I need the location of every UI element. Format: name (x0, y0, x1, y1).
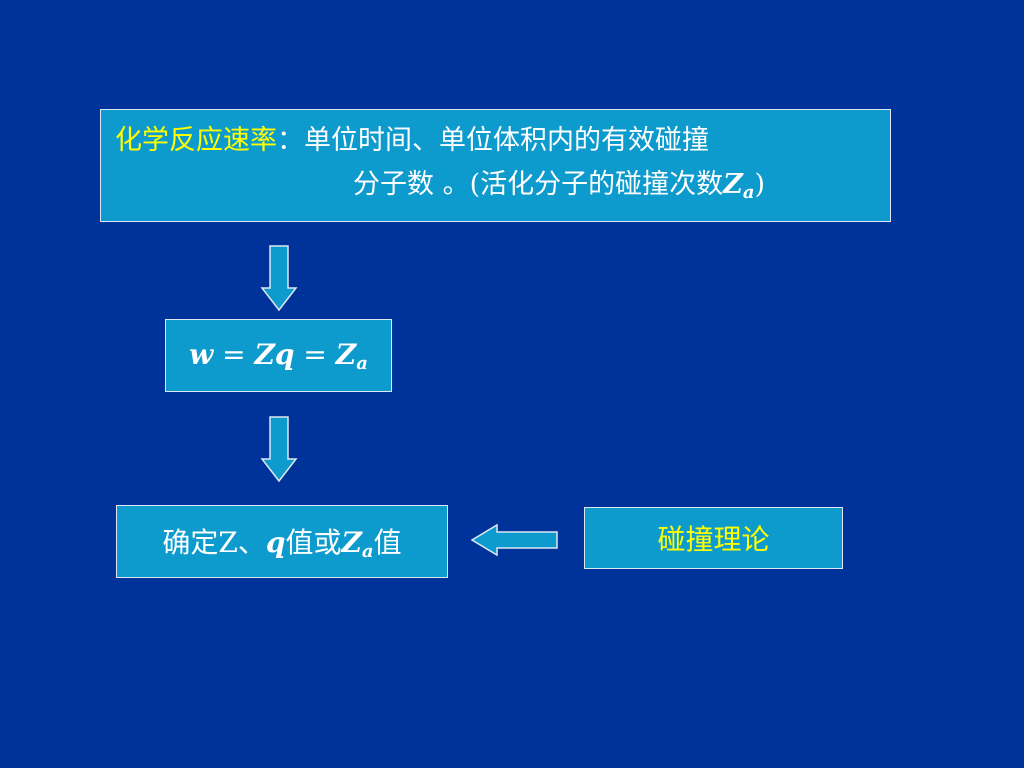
formula-sub: a (356, 352, 368, 374)
left-arrow-icon (470, 523, 558, 557)
definition-symbol-z: Z (723, 169, 743, 200)
definition-text-1: 单位时间、单位体积内的有效碰撞 (304, 125, 709, 156)
formula: w = Zq = Za (189, 338, 368, 374)
theory-label: 碰撞理论 (657, 523, 770, 556)
determine-text: 确定Z、q值或Za值 (162, 521, 401, 562)
determine-sub: a (361, 541, 374, 562)
determine-q: q (265, 526, 286, 559)
definition-close-paren: ) (754, 169, 766, 200)
formula-w: w (189, 337, 214, 371)
formula-eq-2: = (294, 337, 336, 371)
definition-term: 化学反应速率 (115, 125, 277, 156)
definition-colon: ： (277, 125, 304, 156)
theory-box: 碰撞理论 (584, 507, 843, 569)
formula-z-2: Z (335, 337, 357, 371)
formula-q: q (274, 337, 295, 371)
down-arrow-icon-2 (260, 416, 298, 483)
determine-box: 确定Z、q值或Za值 (116, 505, 448, 578)
determine-z: Z (341, 526, 362, 559)
definition-symbol-sub: a (742, 182, 755, 203)
determine-mid: 值或 (285, 526, 342, 559)
definition-line-2: 分子数 。(活化分子的碰撞次数Za) (353, 168, 765, 210)
formula-z: Z (254, 337, 275, 371)
formula-box: w = Zq = Za (165, 319, 392, 392)
definition-box: 化学反应速率：单位时间、单位体积内的有效碰撞 分子数 。(活化分子的碰撞次数Za… (100, 109, 891, 222)
determine-suffix: 值 (373, 526, 402, 559)
formula-eq-1: = (213, 337, 255, 371)
down-arrow-icon-1 (260, 245, 298, 312)
definition-line-1: 化学反应速率：单位时间、单位体积内的有效碰撞 (115, 124, 709, 158)
determine-prefix: 确定Z、 (162, 526, 266, 559)
definition-text-2: 分子数 。(活化分子的碰撞次数 (353, 169, 724, 200)
